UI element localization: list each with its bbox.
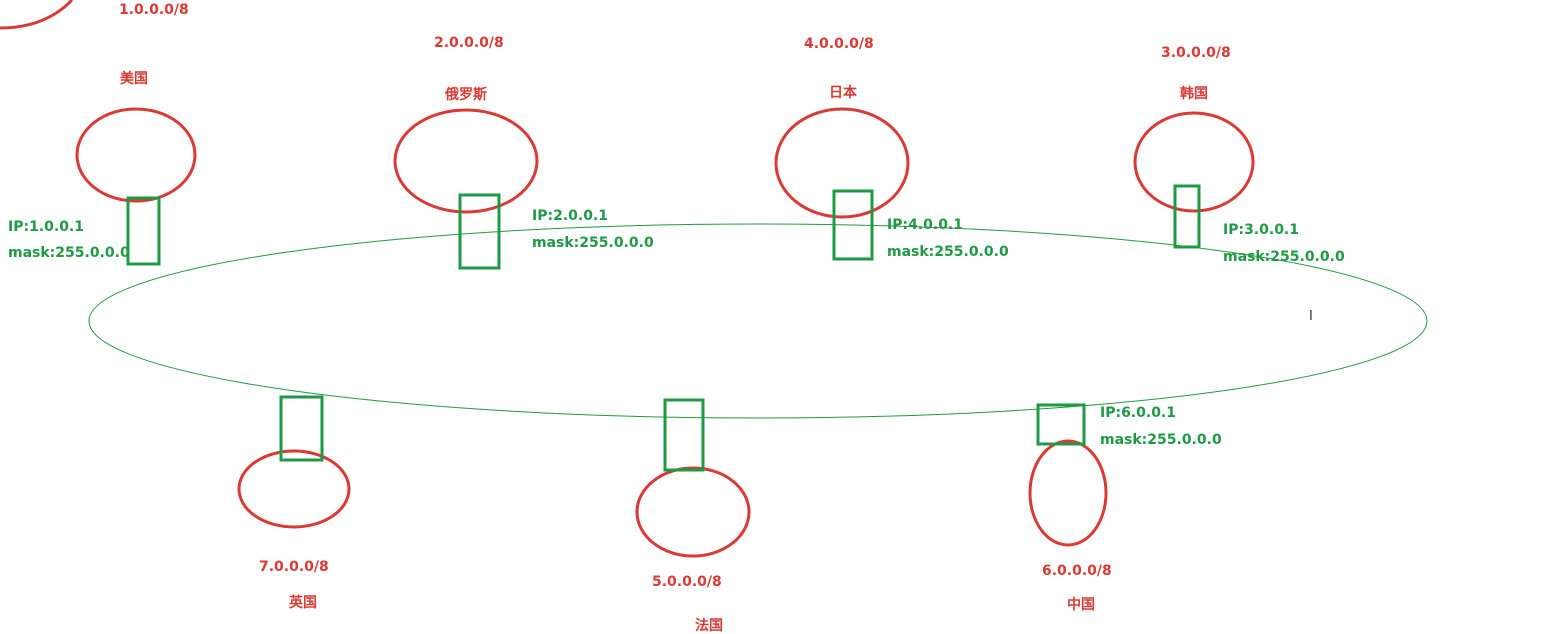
uk-name-label: 英国 <box>289 595 317 611</box>
china-network-label: 6.0.0.0/8 <box>1042 563 1112 579</box>
uk-network-label: 7.0.0.0/8 <box>259 559 329 575</box>
usa-network-label: 1.0.0.0/8 <box>119 2 189 18</box>
korea-ip-label: IP:3.0.0.1 <box>1223 222 1299 238</box>
usa-ip-label: IP:1.0.0.1 <box>8 219 84 235</box>
korea-network-circle <box>1133 111 1255 213</box>
russia-network-circle <box>393 108 539 214</box>
china-mask-label: mask:255.0.0.0 <box>1100 432 1222 448</box>
usa-router <box>126 196 161 266</box>
usa-name-label: 美国 <box>120 71 148 87</box>
japan-mask-label: mask:255.0.0.0 <box>887 244 1009 260</box>
japan-ip-label: IP:4.0.0.1 <box>887 217 963 233</box>
uk-router <box>279 395 324 462</box>
japan-network-circle <box>774 107 910 219</box>
backbone-ellipse <box>88 223 1428 419</box>
france-network-circle <box>635 466 751 558</box>
russia-ip-label: IP:2.0.0.1 <box>532 208 608 224</box>
japan-name-label: 日本 <box>829 85 857 101</box>
korea-mask-label: mask:255.0.0.0 <box>1223 249 1345 265</box>
japan-network-label: 4.0.0.0/8 <box>804 36 874 52</box>
russia-name-label: 俄罗斯 <box>445 87 487 103</box>
china-network-circle <box>1028 439 1108 547</box>
korea-network-label: 3.0.0.0/8 <box>1161 45 1231 61</box>
china-ip-label: IP:6.0.0.1 <box>1100 405 1176 421</box>
korea-router <box>1173 184 1201 249</box>
china-name-label: 中国 <box>1067 597 1095 613</box>
russia-mask-label: mask:255.0.0.0 <box>532 235 654 251</box>
france-router <box>663 398 705 472</box>
china-router <box>1036 403 1086 446</box>
partial-network-circle <box>0 0 74 30</box>
russia-router <box>458 193 501 270</box>
france-network-label: 5.0.0.0/8 <box>652 574 722 590</box>
usa-mask-label: mask:255.0.0.0 <box>8 245 130 261</box>
uk-network-circle <box>237 449 351 529</box>
france-name-label: 法国 <box>695 618 723 634</box>
usa-network-circle <box>75 107 197 203</box>
russia-network-label: 2.0.0.0/8 <box>434 35 504 51</box>
text-cursor-icon: I <box>1309 309 1313 324</box>
japan-router <box>832 189 874 261</box>
korea-name-label: 韩国 <box>1180 86 1208 102</box>
